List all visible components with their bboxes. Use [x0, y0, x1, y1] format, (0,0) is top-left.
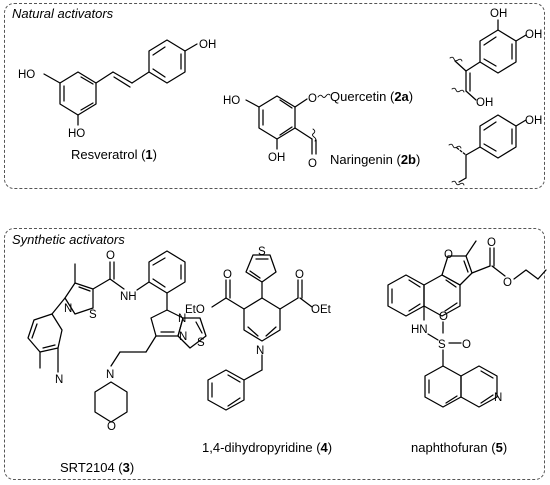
resveratrol-oh-left: HO: [18, 69, 35, 81]
srt2104-label: SRT2104 (3): [60, 460, 135, 475]
srt-n-pyridine: N: [55, 374, 63, 386]
resveratrol-label: Resveratrol (1): [71, 147, 157, 162]
dhp-oet: OEt: [311, 304, 332, 316]
srt-s-thiazole1: S: [89, 309, 97, 321]
srt-s-thiazole2: S: [197, 337, 205, 349]
srt-nh: NH: [120, 291, 137, 303]
srt-o-morpholine: O: [107, 421, 116, 433]
nf-o-ester: O: [503, 277, 512, 289]
nf-hn: HN: [411, 324, 428, 336]
resveratrol-structure: HO HO OH: [18, 39, 216, 140]
nf-o-sulfonyl-right: O: [462, 339, 471, 351]
naphthofuran-label: naphthofuran (5): [411, 440, 508, 455]
natural-activators-heading: Natural activators: [12, 6, 114, 21]
srt-n-morpholine: N: [106, 369, 114, 381]
core-o-carbonyl: O: [308, 158, 317, 170]
resveratrol-oh-bottom: HO: [68, 128, 85, 140]
srt-n-imid: N: [179, 331, 187, 343]
dhp-o-left: O: [223, 269, 232, 281]
natural-activators-panel: [4, 3, 545, 189]
quercetin-oh-top: OH: [490, 8, 507, 20]
core-oh-bottom: OH: [268, 152, 285, 164]
quercetin-oh-right: OH: [525, 29, 542, 41]
srt-n-thiazole1: N: [64, 303, 72, 315]
naringenin-structure: OH: [448, 114, 542, 186]
flavonoid-core-structure: HO OH O O: [223, 93, 331, 170]
synthetic-activators-panel: [4, 228, 545, 480]
nf-n-quinoline: N: [494, 392, 502, 404]
naringenin-label: Naringenin (2b): [330, 152, 421, 167]
core-o-ether: O: [308, 93, 317, 105]
dhp-s-thiophene: S: [258, 246, 266, 258]
core-oh-left: HO: [223, 95, 240, 107]
nf-o-carbonyl: O: [487, 237, 496, 249]
naphthofuran-structure: O O O HN S O O N: [387, 237, 547, 408]
nf-o-sulfonyl-top: O: [439, 311, 448, 323]
dhp-n-ring: N: [256, 345, 264, 357]
dihydropyridine-label: 1,4-dihydropyridine (4): [202, 440, 333, 455]
quercetin-label: Quercetin (2a): [330, 89, 414, 104]
naringenin-oh: OH: [525, 115, 542, 127]
dhp-eto: EtO: [185, 304, 205, 316]
quercetin-oh-enol: OH: [476, 97, 493, 109]
nf-o-furan: O: [444, 249, 453, 261]
dihydropyridine-structure: S N O EtO O OEt: [185, 246, 332, 411]
srt2104-structure: N S O NH N S N N O N: [27, 250, 207, 433]
resveratrol-oh-right: OH: [199, 39, 216, 51]
nf-s-sulfonyl: S: [438, 339, 446, 351]
synthetic-activators-heading: Synthetic activators: [12, 232, 125, 247]
srt-o-amide: O: [106, 250, 115, 262]
quercetin-structure: OH OH OH: [449, 8, 542, 109]
dhp-o-right: O: [295, 269, 304, 281]
